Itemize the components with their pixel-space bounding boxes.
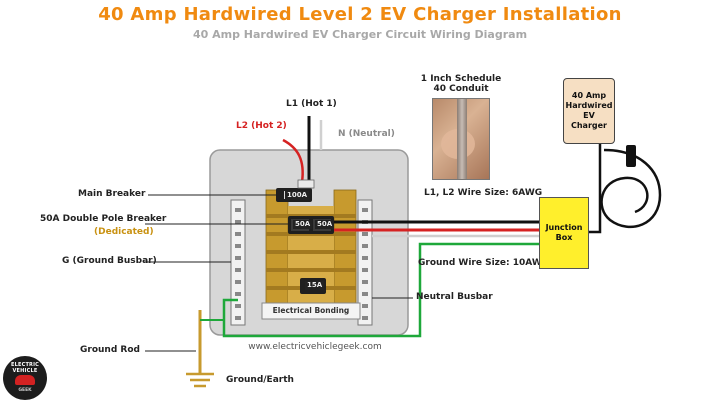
callout-lines — [143, 194, 413, 352]
l2-label: L2 (Hot 2) — [236, 121, 287, 131]
charger-feed-cable — [587, 142, 602, 234]
l1-label: L1 (Hot 1) — [286, 99, 337, 109]
ground-busbar-label: G (Ground Busbar) — [62, 256, 157, 266]
l2-hot-wire-entrance — [282, 138, 304, 183]
dedicated-label: (Dedicated) — [94, 227, 154, 237]
conduit-label: 1 Inch Schedule 40 Conduit — [420, 74, 502, 94]
junction-box-label: Junction Box — [545, 223, 583, 242]
conduit-pipe-image — [457, 99, 467, 179]
ground-earth-symbol — [186, 372, 214, 388]
double-pole-tag-1: 50A — [293, 220, 313, 229]
wire-size-label: L1, L2 Wire Size: 6AWG — [424, 188, 543, 198]
junction-box: Junction Box — [539, 197, 589, 269]
page-title: 40 Amp Hardwired Level 2 EV Charger Inst… — [98, 4, 622, 25]
car-icon — [15, 375, 35, 385]
neutral-busbar-label: Neutral Busbar — [416, 292, 493, 302]
website-watermark: www.electricvehiclegeek.com — [248, 342, 382, 352]
double-pole-tag-2: 50A — [315, 220, 335, 229]
charger-connector — [626, 145, 636, 167]
logo-sub-text: GEEK — [18, 388, 32, 393]
ground-rod-label: Ground Rod — [80, 345, 140, 355]
ground-earth-label: Ground/Earth — [226, 375, 294, 385]
logo-ring-text: ELECTRIC VEHICLE — [10, 362, 40, 374]
main-breaker-label: Main Breaker — [78, 189, 146, 199]
ev-charger-label: 40 Amp Hardwired EV Charger — [565, 91, 613, 130]
neutral-label: N (Neutral) — [338, 129, 395, 139]
conduit-photo — [432, 98, 490, 180]
electrical-bonding-strip — [261, 302, 361, 320]
ground-branch-wire — [222, 242, 539, 338]
electrical-bonding-label: Electrical Bonding — [272, 306, 350, 315]
ground-busbar-screws — [235, 208, 241, 320]
ev-charger-box: 40 Amp Hardwired EV Charger — [563, 78, 615, 144]
ground-wire-size-label: Ground Wire Size: 10AWG — [418, 258, 550, 268]
page-subtitle: 40 Amp Hardwired EV Charger Circuit Wiri… — [192, 28, 528, 41]
main-breaker-tag: 100A — [285, 191, 310, 200]
lower-breaker-tag: 15A — [305, 281, 325, 290]
electric-vehicle-geek-logo: ELECTRIC VEHICLE GEEK — [3, 356, 47, 400]
charger-cable-coil — [600, 148, 662, 229]
double-pole-breaker-label: 50A Double Pole Breaker — [40, 214, 167, 224]
